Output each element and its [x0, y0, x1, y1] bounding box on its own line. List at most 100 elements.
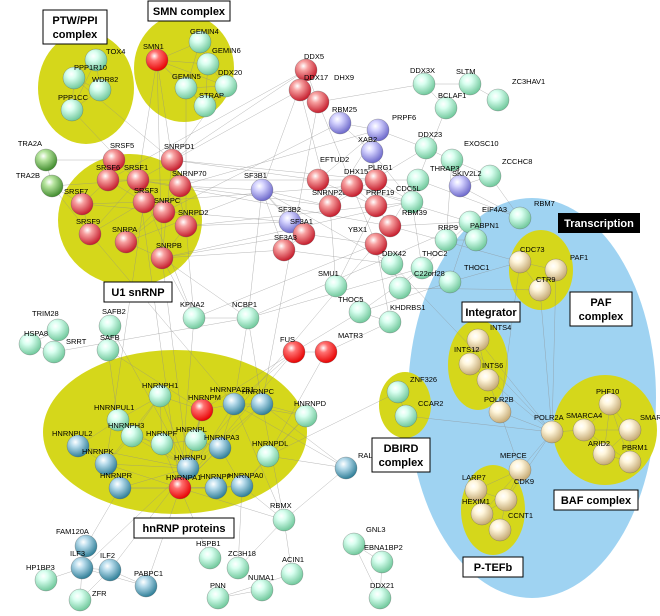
node-zcchc8-ball	[478, 164, 502, 188]
node-raly-label: RALY	[358, 451, 377, 460]
node-raly-ball	[334, 456, 358, 480]
node-hnrnpc-ball	[250, 392, 274, 416]
node-smu1-ball	[324, 274, 348, 298]
node-fam120a-ball	[74, 534, 98, 558]
integrator-text: Integrator	[465, 307, 517, 319]
node-hnrnpl: HNRNPL	[176, 425, 208, 452]
node-gemin5-ball	[174, 76, 198, 100]
node-ddx42-label: DDX42	[382, 249, 406, 258]
node-srrt-ball	[42, 340, 66, 364]
node-prpf19: PRPF19	[364, 188, 394, 218]
node-snrpd2-label: SNRPD2	[178, 208, 208, 217]
node-ints12: INTS12	[454, 345, 482, 376]
node-hspa8-ball	[18, 332, 42, 356]
node-srsf9: SRSF9	[76, 217, 102, 246]
node-znf326-label: ZNF326	[410, 375, 437, 384]
node-rrp9: RRP9	[434, 223, 458, 252]
edge-safb-hnrnpm	[107, 349, 203, 411]
node-smn1-ball	[145, 48, 169, 72]
node-phf10-label: PHF10	[596, 387, 619, 396]
edge-hnrnpdl-raly	[267, 455, 347, 469]
node-cdc5l-label: CDC5L	[396, 184, 421, 193]
node-srsf9-label: SRSF9	[76, 217, 100, 226]
node-zc3hav1: ZC3HAV1	[486, 77, 545, 112]
node-larp7-ball	[464, 478, 488, 502]
node-hnrnph1-ball	[148, 384, 172, 408]
node-hspb1: HSPB1	[196, 539, 222, 570]
node-ncbp1-label: NCBP1	[232, 300, 257, 309]
group-label-boxes: PTW/PPI complex SMN complex U1 snRNP Tra…	[42, 0, 640, 578]
node-pbrm1-label: PBRM1	[622, 443, 648, 452]
node-snrpb: SNRPB	[150, 241, 182, 270]
node-fus-label: FUS	[280, 335, 295, 344]
node-hnrnpa0-ball	[230, 474, 254, 498]
node-matr3-ball	[314, 340, 338, 364]
node-rbmx-label: RBMX	[270, 501, 292, 510]
node-exosc10-ball	[440, 148, 464, 172]
edge-ncbp1-hnrnpc	[247, 317, 263, 405]
node-hnrnpu-ball	[176, 456, 200, 480]
edge-thrap3-rbm7	[417, 179, 521, 219]
node-ints6-label: INTS6	[482, 361, 503, 370]
node-ncbp1: NCBP1	[232, 300, 260, 330]
node-snrpd2: SNRPD2	[174, 208, 208, 238]
node-hnrnpdl: HNRNPDL	[252, 439, 288, 468]
node-cdc5l-ball	[400, 190, 424, 214]
node-ccnt1: CCNT1	[488, 511, 533, 542]
edge-snrpb-sf3a3	[161, 249, 285, 259]
node-ddx42-ball	[380, 252, 404, 276]
node-safb2-ball	[98, 314, 122, 338]
edge-matr3-khdrbs1	[325, 321, 391, 353]
node-sf3b1-label: SF3B1	[244, 171, 267, 180]
node-ilf3-ball	[70, 556, 94, 580]
u1-snrnp-label: U1 snRNP	[103, 281, 173, 303]
node-hexim1-label: HEXIM1	[462, 497, 490, 506]
node-hnrnpul2: HNRNPUL2	[52, 429, 92, 458]
node-zc3hav1-ball	[486, 88, 510, 112]
node-ccnt1-label: CCNT1	[508, 511, 533, 520]
node-ddx17-label: DDX17	[304, 73, 328, 82]
node-dhx15: DHX15	[340, 167, 368, 198]
node-larp7: LARP7	[462, 473, 488, 502]
node-hspa8: HSPA8	[18, 329, 48, 356]
node-matr3-label: MATR3	[338, 331, 363, 340]
node-cdk9: CDK9	[494, 477, 534, 512]
node-snrpd1: SNRPD1	[160, 142, 194, 172]
node-tra2b-label: TRA2B	[16, 171, 40, 180]
node-fam120a: FAM120A	[56, 527, 98, 558]
node-srsf3-ball	[132, 190, 156, 214]
node-exosc10: EXOSC10	[440, 139, 499, 172]
node-prpf6-label: PRPF6	[392, 113, 416, 122]
node-trim28: TRIM28	[32, 309, 70, 342]
node-hnrnpdl-label: HNRNPDL	[252, 439, 288, 448]
node-prpf6-ball	[366, 118, 390, 142]
node-ddx23: DDX23	[414, 130, 442, 160]
node-fus: FUS	[280, 335, 306, 364]
edge-dhx9-ybx1	[317, 101, 377, 245]
node-ebna1bp2: EBNA1BP2	[364, 543, 403, 574]
edge-kpna2-snrpb	[161, 257, 195, 319]
node-ddx3x: DDX3X	[410, 66, 436, 96]
edge-eif4a3-rbm39	[389, 221, 471, 227]
edge-smu1-snrnp200	[329, 205, 337, 287]
node-polr2a-ball	[540, 420, 564, 444]
node-c22orf28-ball	[388, 276, 412, 300]
smn-complex-label: SMN complex	[147, 0, 231, 22]
node-hspb1-ball	[198, 546, 222, 570]
node-hnrnpf2-ball	[204, 476, 228, 500]
node-zc3hav1-label: ZC3HAV1	[512, 77, 545, 86]
node-ppp1r10-label: PPP1R10	[74, 63, 107, 72]
node-zcchc8-label: ZCCHC8	[502, 157, 532, 166]
edge-raly-rbmx	[283, 467, 347, 521]
node-gnl3: GNL3	[342, 525, 386, 556]
node-ddx17: DDX17	[288, 73, 328, 102]
edge-smn1-ddx20	[156, 59, 227, 87]
node-ilf2-ball	[98, 558, 122, 582]
node-tox4-ball	[84, 48, 108, 72]
edge-snrpd1-ddx5	[171, 69, 307, 161]
node-numa1-label: NUMA1	[248, 573, 274, 582]
node-srsf3: SRSF3	[132, 186, 158, 214]
node-hnrnpd-ball	[294, 404, 318, 428]
node-arid2: ARID2	[588, 439, 616, 466]
node-khdrbs1-ball	[378, 310, 402, 334]
